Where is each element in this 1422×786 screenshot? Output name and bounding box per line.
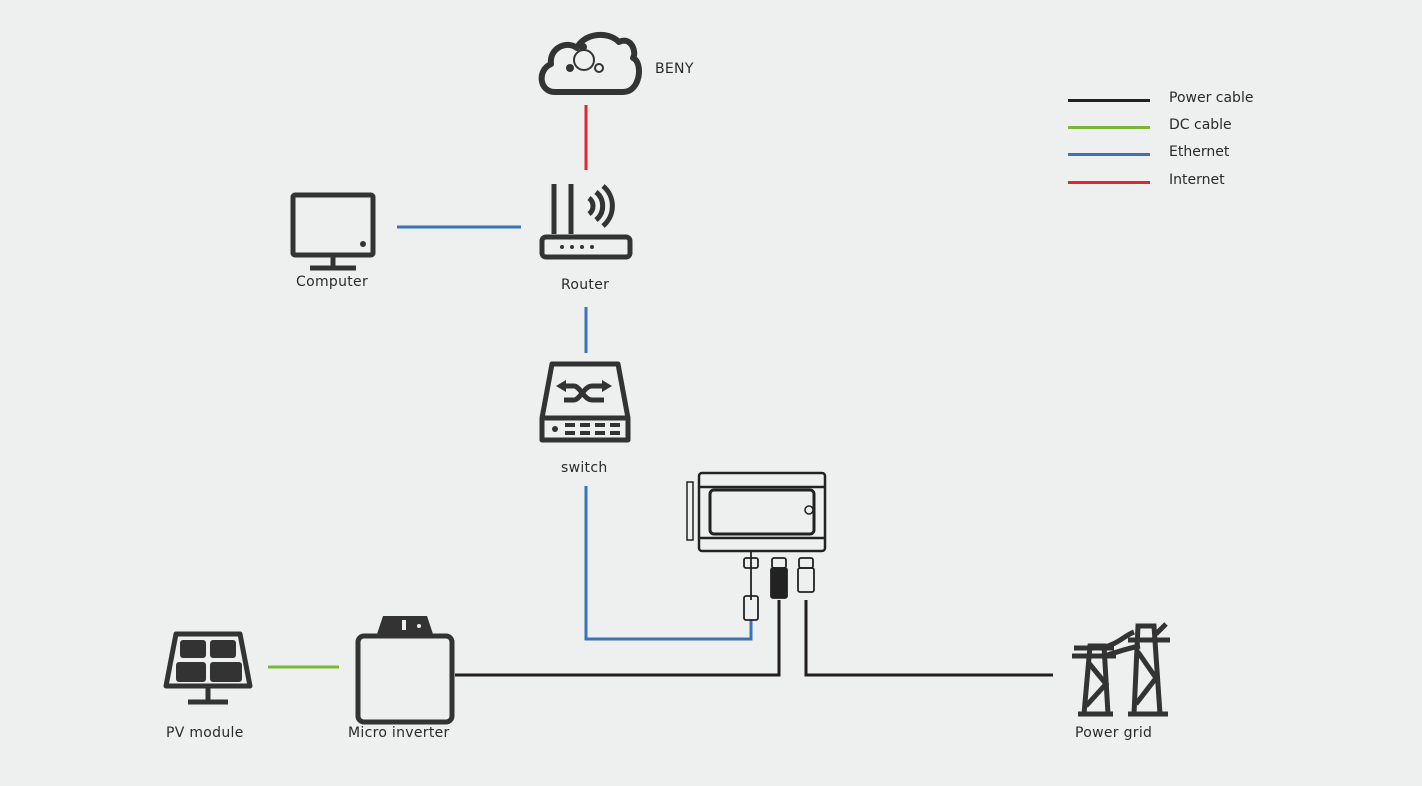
cloud-label: BENY [655,61,694,77]
legend-label: Internet [1169,172,1225,188]
legend-item-internet: Internet [1068,172,1328,192]
legend-swatch [1068,126,1150,129]
power-line-meter-grid [804,600,1053,677]
legend-item-dc-cable: DC cable [1068,117,1328,137]
connections [268,105,1053,677]
legend-swatch [1068,99,1150,102]
legend-swatch [1068,153,1150,156]
network-switch-icon [539,361,631,443]
legend-item-power-cable: Power cable [1068,90,1328,110]
ethernet-line-switch-meter [584,486,753,641]
cloud-network-icon [538,31,642,95]
legend-item-ethernet: Ethernet [1068,144,1328,164]
solar-panel-icon [163,631,253,705]
router-label: Router [561,277,610,293]
micro-inverter-icon [355,616,455,725]
monitor-icon [290,192,376,271]
micro-inverter-label: Micro inverter [348,725,450,741]
smart-meter-device-icon [686,471,827,621]
computer-label: Computer [296,274,368,290]
switch-label: switch [561,460,608,476]
legend-label: DC cable [1169,117,1232,133]
legend-label: Power cable [1169,90,1254,106]
power-tower-icon [1072,622,1170,717]
legend-label: Ethernet [1169,144,1230,160]
power-line-inverter-meter [455,600,781,677]
wifi-router-icon [539,184,633,260]
legend-swatch [1068,181,1150,184]
pv-module-label: PV module [166,725,244,741]
power-grid-label: Power grid [1075,725,1153,741]
